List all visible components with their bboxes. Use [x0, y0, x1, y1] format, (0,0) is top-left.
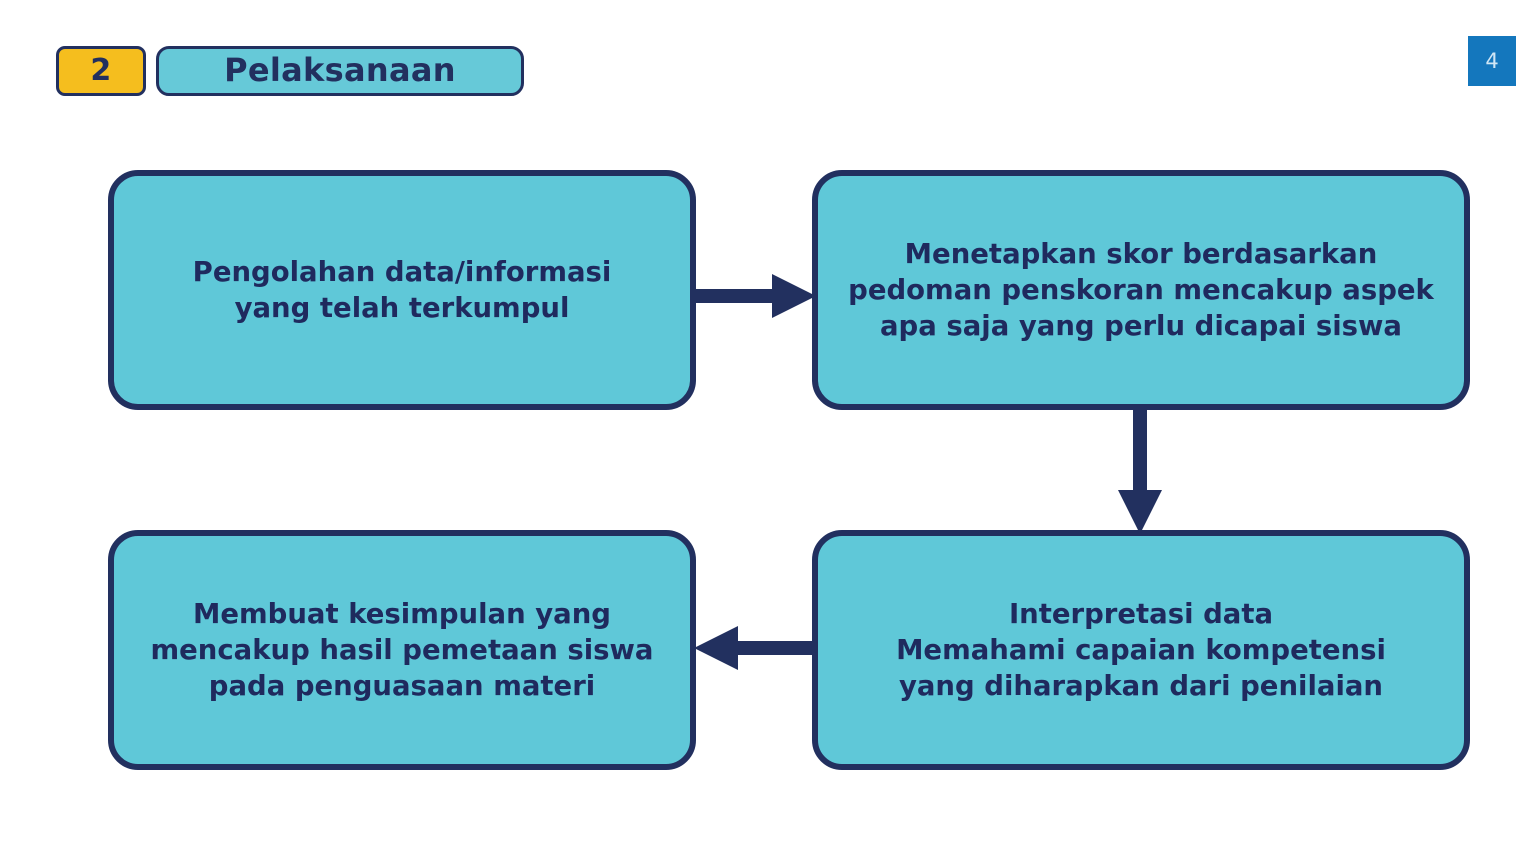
slide-header: 2 Pelaksanaan: [56, 46, 524, 96]
flow-box-pengolahan-data: Pengolahan data/informasi yang telah ter…: [108, 170, 696, 410]
flow-box-membuat-kesimpulan: Membuat kesimpulan yang mencakup hasil p…: [108, 530, 696, 770]
flow-box-interpretasi-data: Interpretasi data Memahami capaian kompe…: [812, 530, 1470, 770]
step-number-badge: 2: [56, 46, 146, 96]
page-title: Pelaksanaan: [156, 46, 524, 96]
flow-box-menetapkan-skor: Menetapkan skor berdasarkan pedoman pens…: [812, 170, 1470, 410]
arrow-down-icon: [1112, 404, 1168, 534]
arrow-left-icon: [694, 620, 816, 676]
arrow-right-icon: [694, 268, 816, 324]
page-number-badge: 4: [1468, 36, 1516, 86]
